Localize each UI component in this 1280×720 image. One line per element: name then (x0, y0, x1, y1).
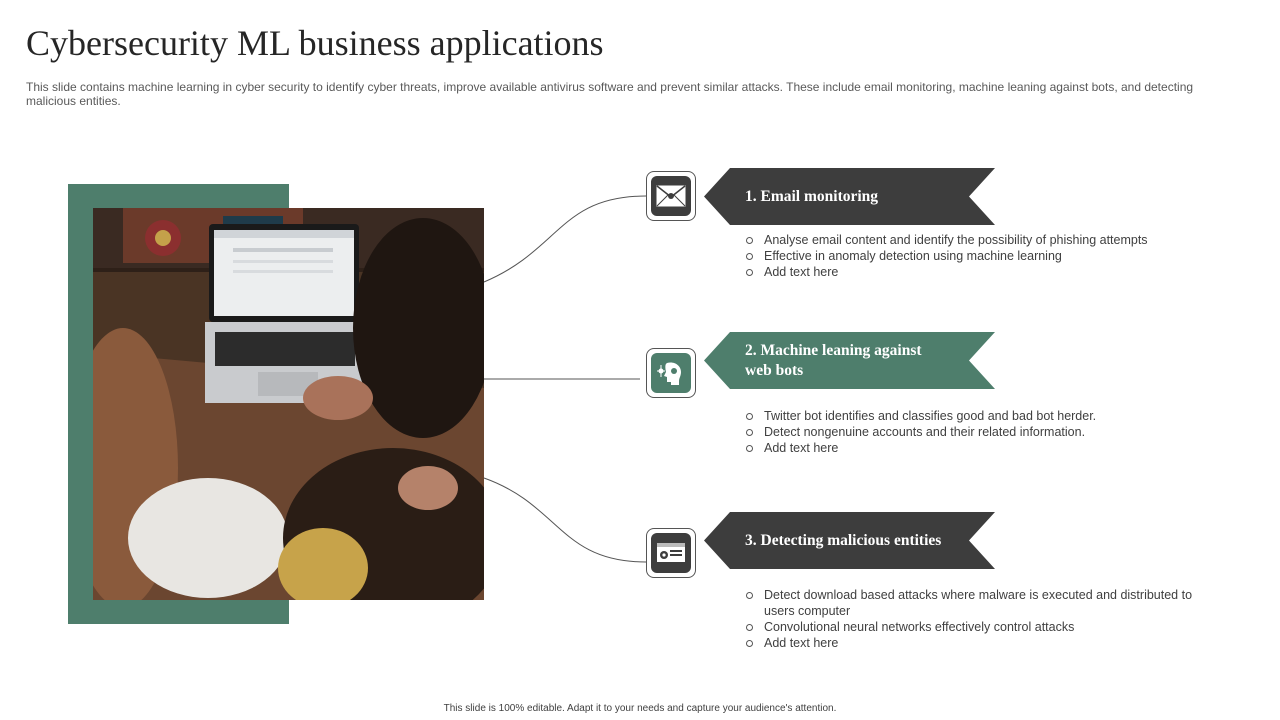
malicious-entities-banner: 3. Detecting malicious entities (704, 512, 995, 569)
web-bots-bullets: Twitter bot identifies and classifies go… (746, 408, 1216, 456)
bot-head-icon (651, 353, 691, 393)
bot-icon-box (646, 348, 696, 398)
list-item: Effective in anomaly detection using mac… (746, 248, 1216, 264)
email-monitoring-heading: 1. Email monitoring (745, 187, 879, 205)
list-item: Add text here (746, 440, 1216, 456)
certificate-icon (651, 533, 691, 573)
list-item: Twitter bot identifies and classifies go… (746, 408, 1216, 424)
malicious-entities-heading: 3. Detecting malicious entities (745, 531, 942, 549)
malicious-icon-box (646, 528, 696, 578)
laptop-photo (93, 208, 484, 600)
footer-note: This slide is 100% editable. Adapt it to… (443, 703, 837, 714)
web-bots-heading: 2. Machine leaning against web bots (745, 341, 922, 379)
list-item: Analyse email content and identify the p… (746, 232, 1216, 248)
list-item: Detect nongenuine accounts and their rel… (746, 424, 1216, 440)
email-monitoring-banner: 1. Email monitoring (704, 168, 995, 225)
page-title: Cybersecurity ML business applications (26, 23, 604, 63)
list-item: Add text here (746, 635, 1216, 651)
list-item: Add text here (746, 264, 1216, 280)
email-icon-box (646, 171, 696, 221)
email-monitoring-bullets: Analyse email content and identify the p… (746, 232, 1216, 280)
envelope-icon (651, 176, 691, 216)
list-item: Convolutional neural networks effectivel… (746, 619, 1216, 635)
list-item: Detect download based attacks where malw… (746, 587, 1216, 619)
web-bots-banner: 2. Machine leaning against web bots (704, 332, 995, 389)
malicious-entities-bullets: Detect download based attacks where malw… (746, 587, 1216, 651)
slide-description: This slide contains machine learning in … (26, 80, 1194, 108)
